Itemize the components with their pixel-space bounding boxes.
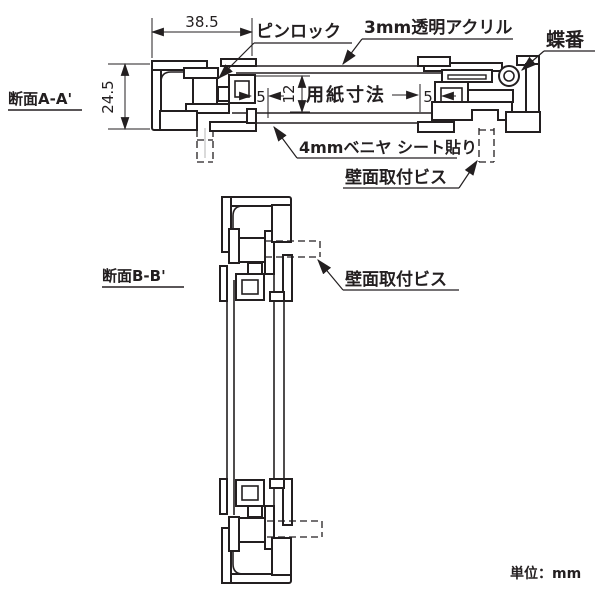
- unit-note: 単位：mm: [510, 565, 581, 582]
- pin-lock-label: ピンロック: [256, 22, 341, 42]
- acrylic-panel: [236, 65, 448, 74]
- frame-profile-top-b: [219, 196, 293, 302]
- leader-lines-b: [317, 259, 459, 291]
- wall-screw-label-a: 壁面取付ビス: [345, 167, 447, 188]
- dim-margin-right: 5: [423, 88, 433, 106]
- section-a-drawing: 38.5 24.5 5 12 用紙寸法 5: [8, 13, 595, 189]
- dim-line-depth: [256, 74, 310, 114]
- wall-screw-label-b: 壁面取付ビス: [345, 269, 447, 290]
- wall-screw-hidden-lines-b-bottom: [267, 520, 323, 538]
- leader-lines-a: [218, 38, 595, 189]
- dim-line-width: [150, 18, 254, 58]
- dim-margin-left: 5: [256, 88, 266, 106]
- hinge-label: 蝶番: [546, 28, 585, 51]
- acrylic-panel-b: [226, 280, 235, 515]
- pin-lock-hidden-lines: [196, 130, 214, 163]
- dim-line-margin-left: [239, 88, 284, 118]
- dim-line-margin-right: [392, 84, 456, 112]
- dim-depth: 12: [280, 84, 298, 103]
- section-b-title: 断面B-B': [102, 267, 166, 285]
- wall-screw-hidden-lines-b-top: [265, 240, 321, 258]
- frame-profile-right: [417, 55, 541, 133]
- frame-profile-bottom-b: [219, 478, 293, 584]
- dim-width: 38.5: [185, 13, 218, 31]
- plywood-label: 4mmベニヤ シート貼り: [299, 138, 477, 157]
- section-a-title: 断面A-A': [8, 90, 72, 108]
- wall-screw-hidden-lines-a: [478, 128, 495, 163]
- dim-height: 24.5: [99, 80, 117, 113]
- dim-line-height: [108, 62, 150, 131]
- frame-profile-left: [151, 58, 257, 132]
- section-b-drawing: 壁面取付ビス 断面B-B': [102, 196, 459, 584]
- paper-size-label: 用紙寸法: [306, 84, 386, 106]
- backing-panel-b: [273, 272, 285, 512]
- acrylic-label: 3mm透明アクリル: [364, 17, 512, 38]
